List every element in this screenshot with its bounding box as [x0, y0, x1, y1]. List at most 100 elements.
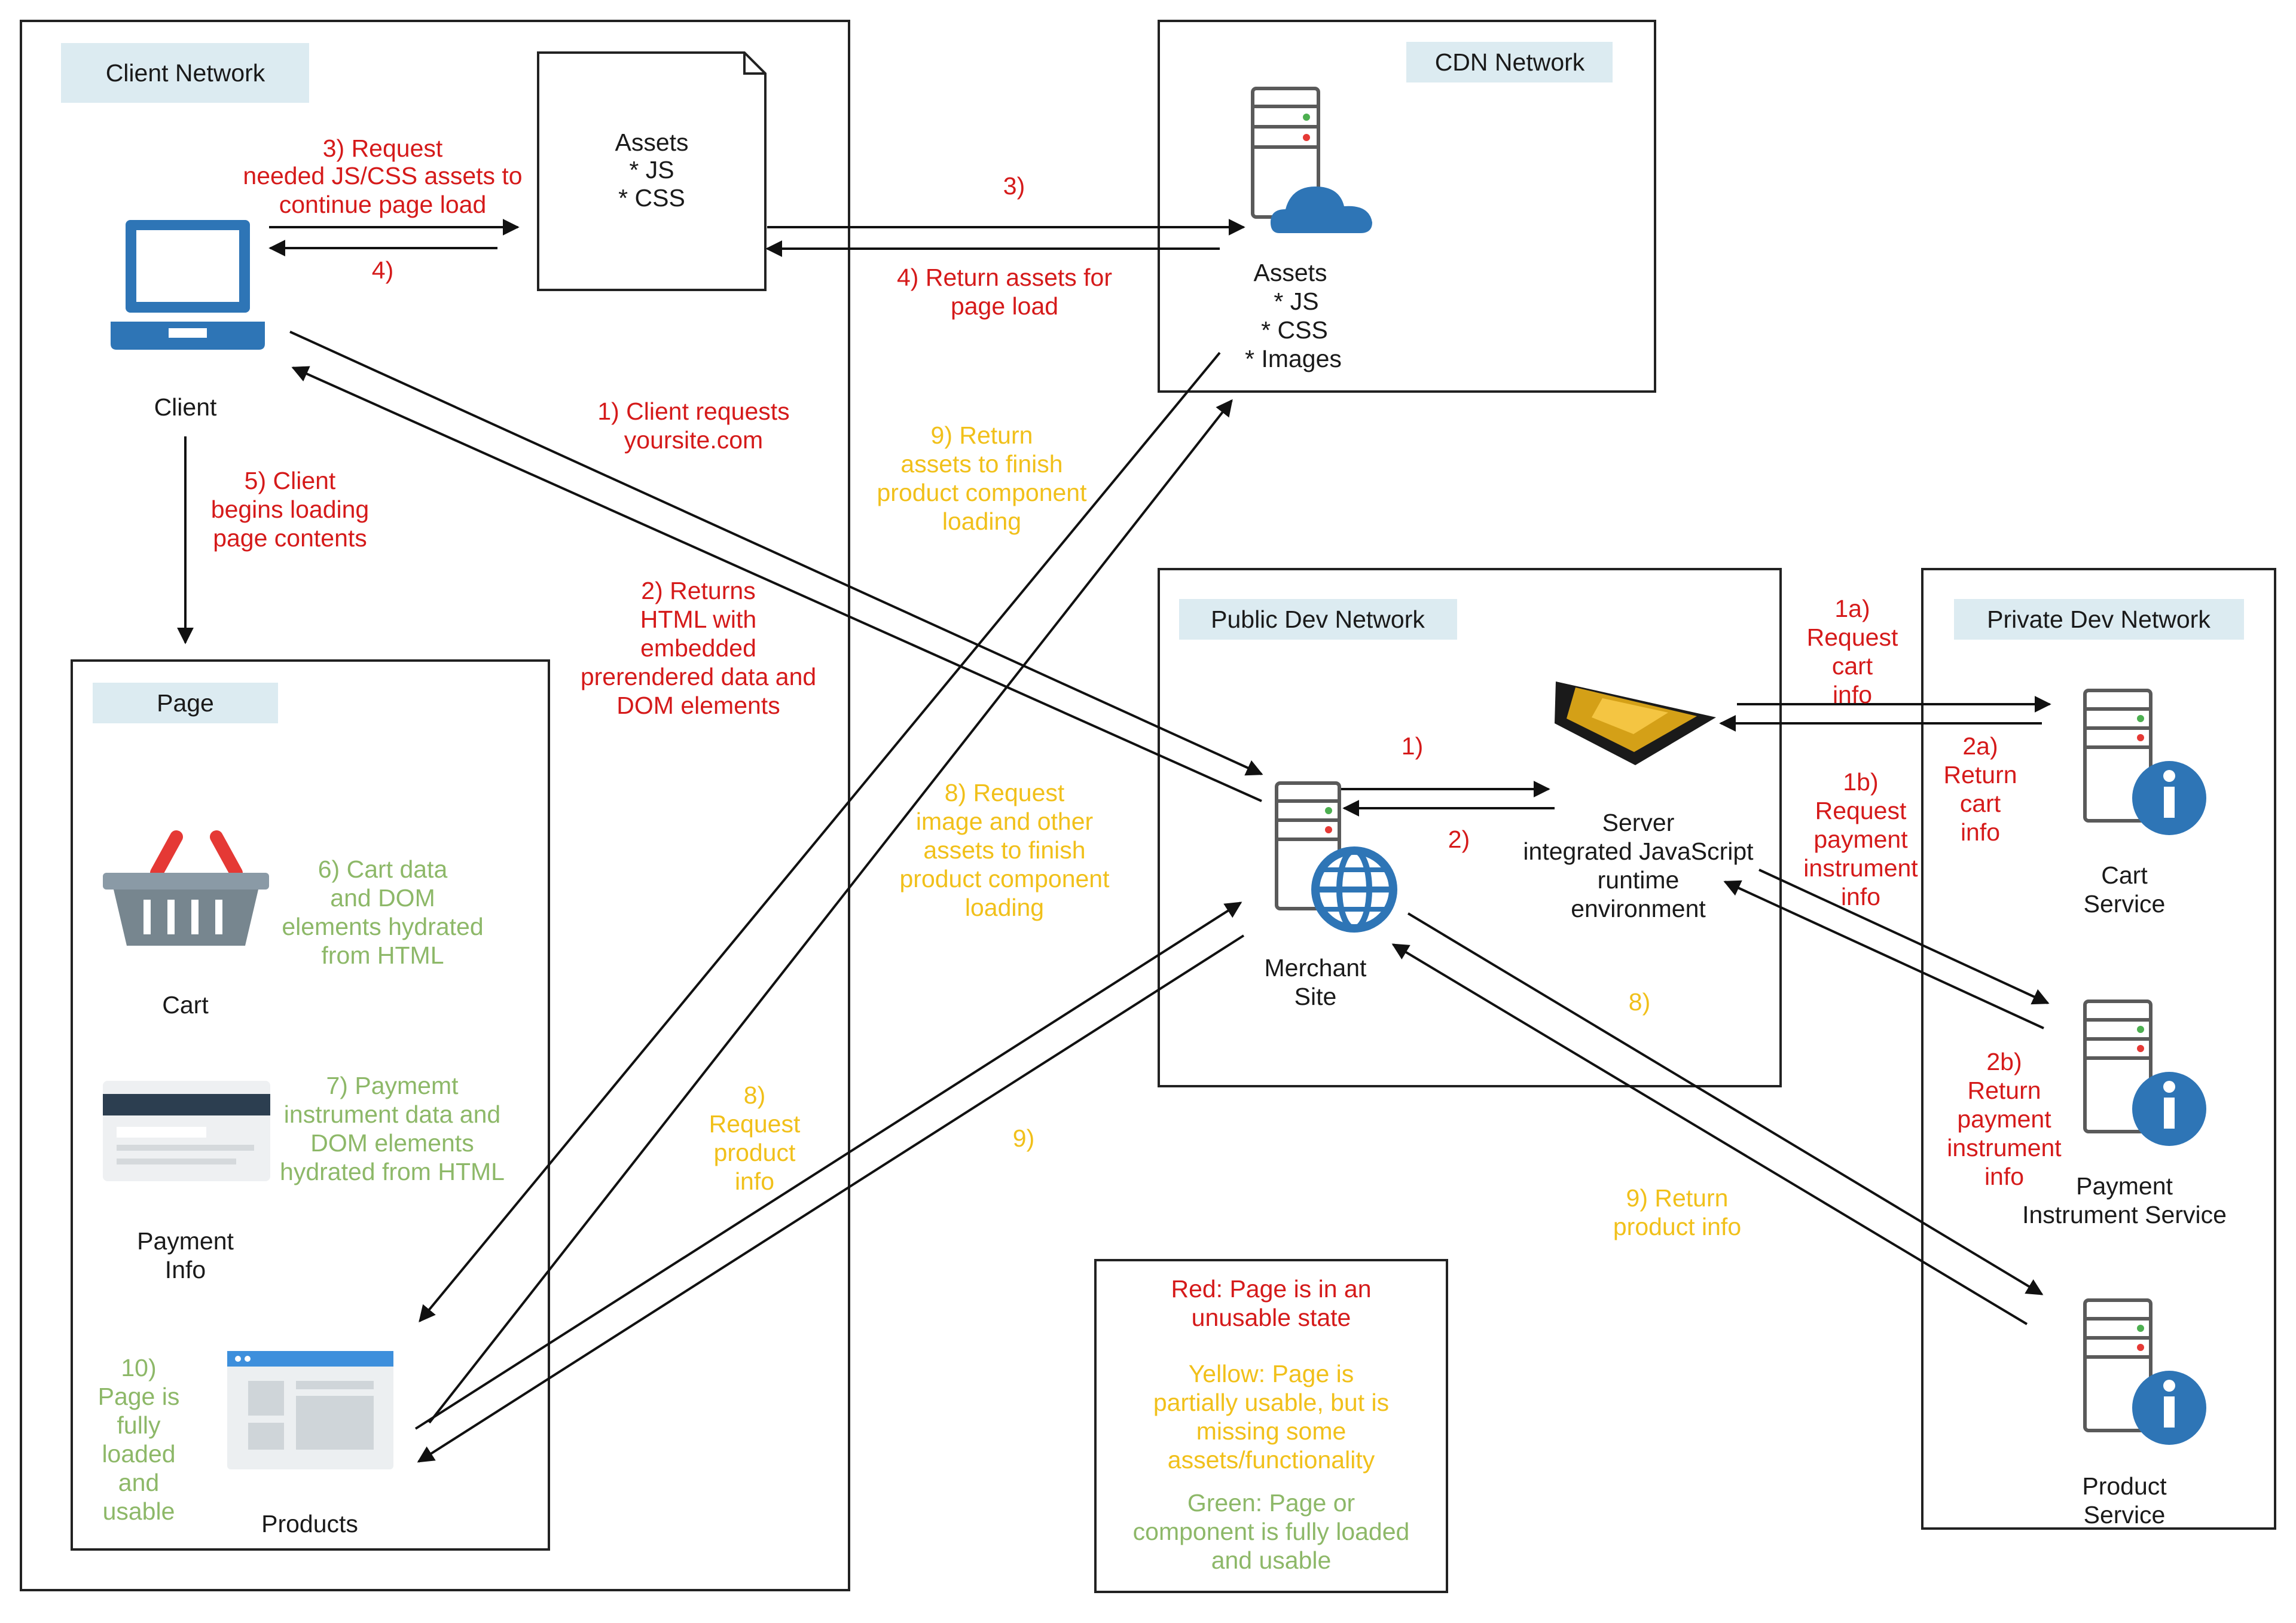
- legend-green-line-2: and usable: [1211, 1546, 1332, 1574]
- client-label: Client: [154, 393, 217, 421]
- step-2b-line-3: instrument: [1947, 1134, 2062, 1162]
- legend-yellow-line-3: assets/functionality: [1168, 1446, 1375, 1474]
- payment-card-icon: [103, 1081, 270, 1181]
- merchant-site-line-1: Site: [1294, 983, 1337, 1010]
- step-6-line-0: 6) Cart data: [318, 855, 448, 883]
- arrow-9-product-to-merchant: [1391, 943, 2028, 1325]
- step-1a-line-3: info: [1833, 681, 1872, 708]
- cdn-network-header: [1406, 42, 1613, 82]
- step-10-line-3: loaded: [102, 1440, 175, 1468]
- step-7-line-1: instrument data and: [284, 1101, 500, 1128]
- step-8-image-line-3: product component: [899, 865, 1110, 893]
- step-10-line-0: 10): [121, 1354, 156, 1381]
- step-6-line-1: and DOM: [330, 884, 435, 912]
- arrow-2-merchant-to-client: [291, 366, 1262, 802]
- step-4-short-label: 4): [372, 256, 393, 284]
- step-5-line-1: begins loading: [211, 496, 369, 523]
- step-1a-line-2: cart: [1832, 652, 1873, 680]
- server-line-3: environment: [1571, 895, 1706, 922]
- step-3-request-line-1: needed JS/CSS assets to: [243, 162, 522, 189]
- merchant-server-globe-icon: [1275, 781, 1397, 933]
- shopping-basket-icon: [103, 830, 269, 946]
- cdn-assets-line-1: * JS: [1274, 288, 1318, 315]
- payment-service-line-0: Payment: [2076, 1172, 2173, 1200]
- cart-service-info-icon: [2083, 689, 2206, 835]
- arrow-9-merchant-to-products: [417, 934, 1245, 1463]
- step-1b-line-3: instrument: [1803, 854, 1918, 882]
- cdn-assets-line-3: * Images: [1245, 345, 1342, 372]
- product-service-line-1: Service: [2084, 1501, 2166, 1529]
- arrow-1b-server-to-payment: [1758, 869, 2050, 1005]
- legend-green-line-1: component is fully loaded: [1133, 1518, 1410, 1545]
- step-2a-line-1: Return: [1943, 761, 2017, 788]
- step-8-image-line-0: 8) Request: [945, 779, 1065, 806]
- cdn-network-box: [1158, 20, 1656, 393]
- step-1-short-label: 1): [1402, 732, 1423, 760]
- step-2a-line-2: cart: [1960, 790, 2001, 817]
- step-8-short-label: 8): [1629, 988, 1650, 1016]
- assets-doc-line-2: * CSS: [618, 184, 685, 212]
- public-dev-network-header: [1179, 599, 1457, 640]
- step-9-short-label: 9): [1013, 1124, 1034, 1152]
- step-1b-line-0: 1b): [1843, 768, 1878, 796]
- arrow-8-products-to-cdn: [428, 399, 1233, 1424]
- payment-info-line-0: Payment: [137, 1227, 234, 1255]
- cart-service-line-1: Service: [2084, 890, 2166, 918]
- step-1a-line-1: Request: [1807, 623, 1898, 651]
- step-5-line-2: page contents: [213, 524, 367, 552]
- step-8-product-line-2: product: [714, 1139, 796, 1166]
- server-line-2: runtime: [1598, 866, 1680, 894]
- assets-doc-line-0: Assets: [615, 129, 688, 156]
- products-browser-icon: [227, 1351, 393, 1469]
- products-label: Products: [261, 1510, 358, 1538]
- step-9-assets-line-2: product component: [877, 479, 1087, 506]
- step-1-client-line-1: yoursite.com: [624, 426, 763, 454]
- step-1b-line-2: payment: [1813, 826, 1908, 853]
- step-7-line-3: hydrated from HTML: [280, 1158, 505, 1185]
- cdn-assets-line-0: Assets: [1253, 259, 1327, 286]
- step-10-line-5: usable: [103, 1497, 175, 1525]
- cdn-network-title: CDN Network: [1435, 48, 1585, 76]
- cart-label: Cart: [162, 991, 209, 1019]
- step-3-short-label: 3): [1003, 172, 1025, 200]
- legend-yellow-line-0: Yellow: Page is: [1189, 1360, 1354, 1387]
- step-4-return-line-1: page load: [951, 292, 1058, 320]
- step-8-product-line-3: info: [735, 1167, 774, 1195]
- cdn-assets-line-2: * CSS: [1261, 316, 1328, 344]
- payment-info-line-1: Info: [165, 1256, 206, 1283]
- merchant-site-line-0: Merchant: [1265, 954, 1367, 982]
- step-8-image-line-4: loading: [965, 894, 1044, 921]
- legend-red-line-1: unusable state: [1192, 1304, 1351, 1331]
- arrow-8-merchant-to-product: [1407, 912, 2044, 1295]
- step-5-line-0: 5) Client: [245, 467, 336, 494]
- public-dev-network-title: Public Dev Network: [1211, 606, 1425, 633]
- cdn-server-cloud-icon: [1251, 87, 1372, 233]
- assets-document-icon: [537, 51, 767, 291]
- step-4-return-line-0: 4) Return assets for: [897, 264, 1112, 291]
- arrow-9-cdn-to-products: [419, 352, 1221, 1323]
- step-8-image-line-1: image and other: [916, 808, 1093, 835]
- step-2-returns-line-0: 2) Returns: [641, 577, 755, 604]
- step-2-returns-line-3: prerendered data and: [581, 663, 816, 690]
- step-2b-line-4: info: [1984, 1163, 2024, 1190]
- legend-red-line-0: Red: Page is in an: [1171, 1275, 1371, 1303]
- legend-green-line-0: Green: Page or: [1187, 1489, 1355, 1517]
- product-service-info-icon: [2083, 1298, 2206, 1445]
- step-6-line-2: elements hydrated: [282, 913, 483, 940]
- public-dev-network-box: [1158, 568, 1782, 1087]
- cart-service-line-0: Cart: [2101, 861, 2148, 889]
- arrow-2b-payment-to-server: [1723, 880, 2044, 1029]
- client-network-header: [61, 43, 309, 103]
- step-9-assets-line-3: loading: [942, 508, 1021, 535]
- arrow-8-products-to-merchant: [414, 901, 1242, 1430]
- legend-yellow-line-2: missing some: [1196, 1417, 1347, 1445]
- server-line-0: Server: [1602, 809, 1675, 836]
- step-2-short-label: 2): [1448, 826, 1470, 853]
- step-6-line-3: from HTML: [322, 942, 444, 969]
- private-dev-network-title: Private Dev Network: [1987, 606, 2210, 633]
- private-dev-network-header: [1954, 599, 2244, 640]
- step-10-line-2: fully: [117, 1411, 161, 1439]
- step-7-line-0: 7) Paymemt: [326, 1072, 459, 1099]
- cpu-chip-icon: [1555, 681, 1716, 765]
